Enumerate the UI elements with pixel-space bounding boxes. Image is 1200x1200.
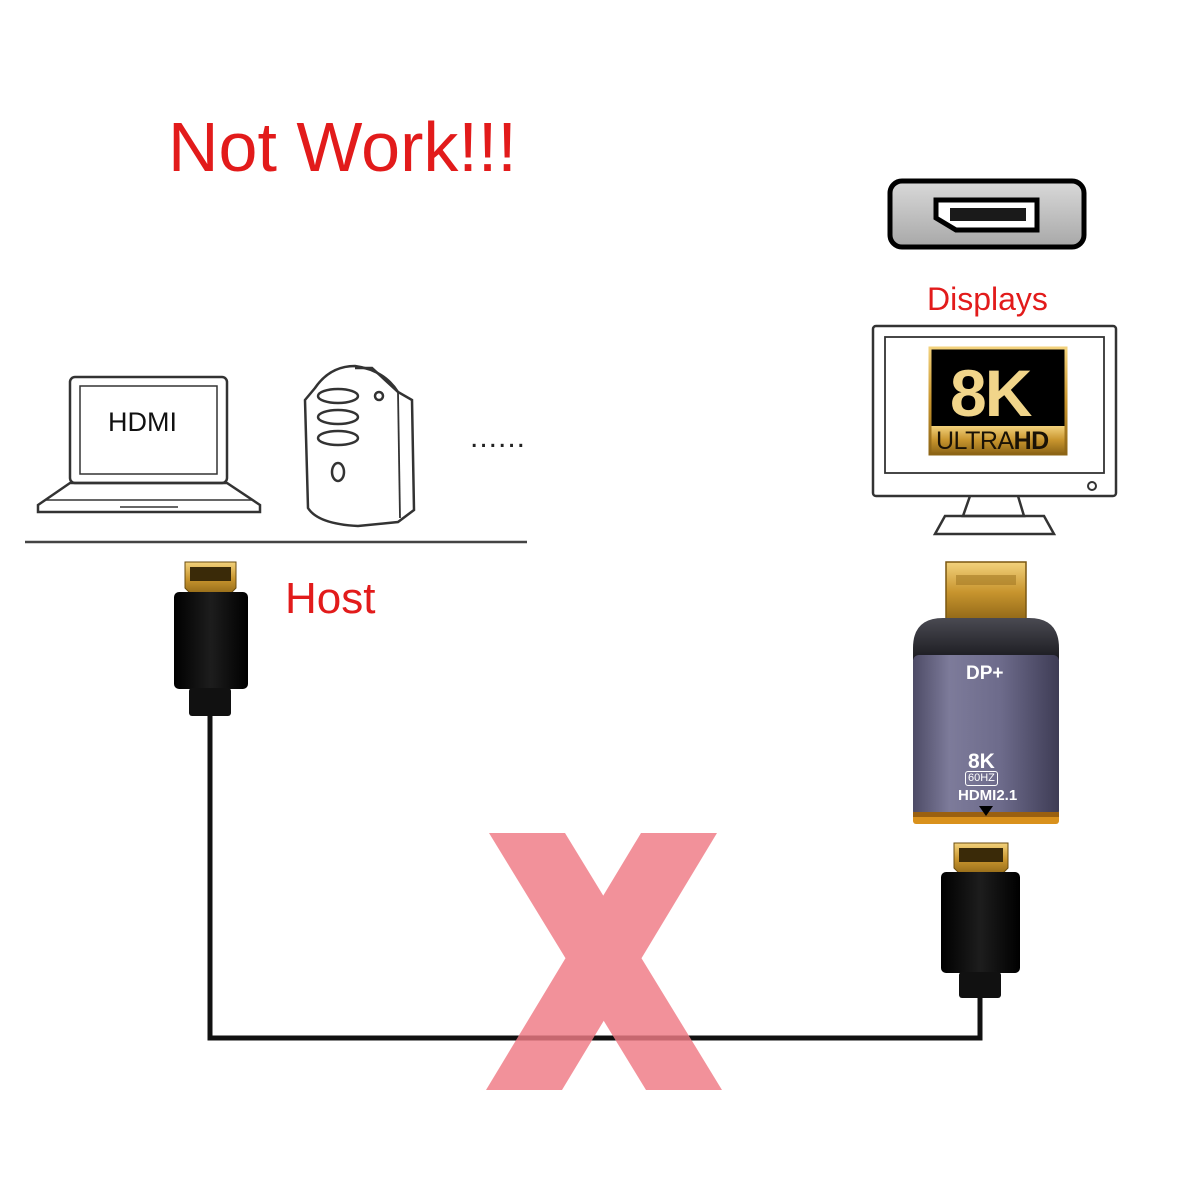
displayport-port-icon xyxy=(887,178,1087,250)
adapter-dp-label: DP+ xyxy=(966,663,1004,684)
badge-hd: HD xyxy=(1013,427,1050,455)
laptop-screen-label: HDMI xyxy=(108,407,177,437)
dp-to-hdmi-adapter xyxy=(913,561,1059,824)
monitor-icon xyxy=(871,324,1118,536)
page-title: Not Work!!! xyxy=(168,108,517,186)
desktop-tower-icon xyxy=(303,364,416,528)
cross-mark xyxy=(486,833,722,1090)
adapter-standard: HDMI2.1 xyxy=(958,787,1018,804)
hdmi-plug-right xyxy=(941,842,1020,998)
badge-ultra: ULTRA xyxy=(936,427,1014,455)
hdmi-plug-left xyxy=(174,561,248,716)
badge-ultrahd: ULTRAHD xyxy=(936,429,1049,454)
badge-8k: 8K xyxy=(950,356,1032,430)
laptop-icon xyxy=(36,375,262,514)
more-devices-ellipsis: ...... xyxy=(470,421,527,454)
adapter-refresh: 60HZ xyxy=(965,771,998,786)
host-label: Host xyxy=(285,574,376,623)
cable xyxy=(207,716,983,1041)
adapter-resolution: 8K xyxy=(968,750,995,773)
displays-label: Displays xyxy=(927,281,1048,317)
